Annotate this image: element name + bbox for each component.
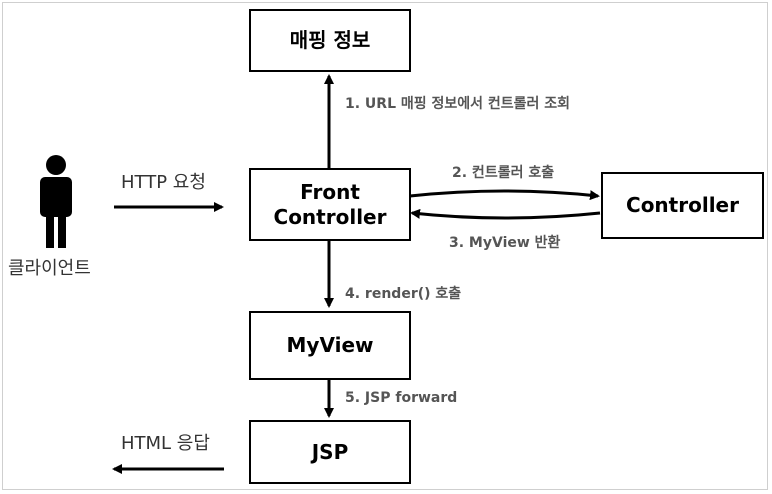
client-label: 클라이언트: [8, 258, 91, 279]
http-request-label: HTTP 요청: [121, 172, 206, 193]
person-icon: [40, 155, 72, 248]
mapping-info-box: 매핑 정보: [249, 9, 411, 72]
return-myview-arrow: [410, 208, 601, 220]
url-lookup-label: 1. URL 매핑 정보에서 컨트롤러 조회: [345, 96, 571, 112]
mapping-info-label: 매핑 정보: [289, 28, 371, 52]
myview-label: MyView: [286, 333, 374, 357]
call-controller-label: 2. 컨트롤러 호출: [452, 165, 555, 181]
return-myview-label: 3. MyView 반환: [449, 235, 561, 251]
front-controller-box: Front Controller: [249, 168, 411, 241]
controller-label: Controller: [626, 193, 739, 217]
jsp-box: JSP: [249, 420, 411, 484]
render-call-label: 4. render() 호출: [345, 286, 462, 302]
html-response-label: HTML 응답: [121, 433, 210, 454]
front-controller-label-line1: Front: [300, 179, 360, 204]
jsp-label: JSP: [311, 439, 349, 464]
controller-box: Controller: [601, 172, 764, 239]
myview-box: MyView: [249, 311, 411, 380]
call-controller-arrow: [409, 189, 600, 201]
jsp-forward-label: 5. JSP forward: [345, 390, 458, 406]
front-controller-label-line2: Controller: [273, 204, 387, 229]
